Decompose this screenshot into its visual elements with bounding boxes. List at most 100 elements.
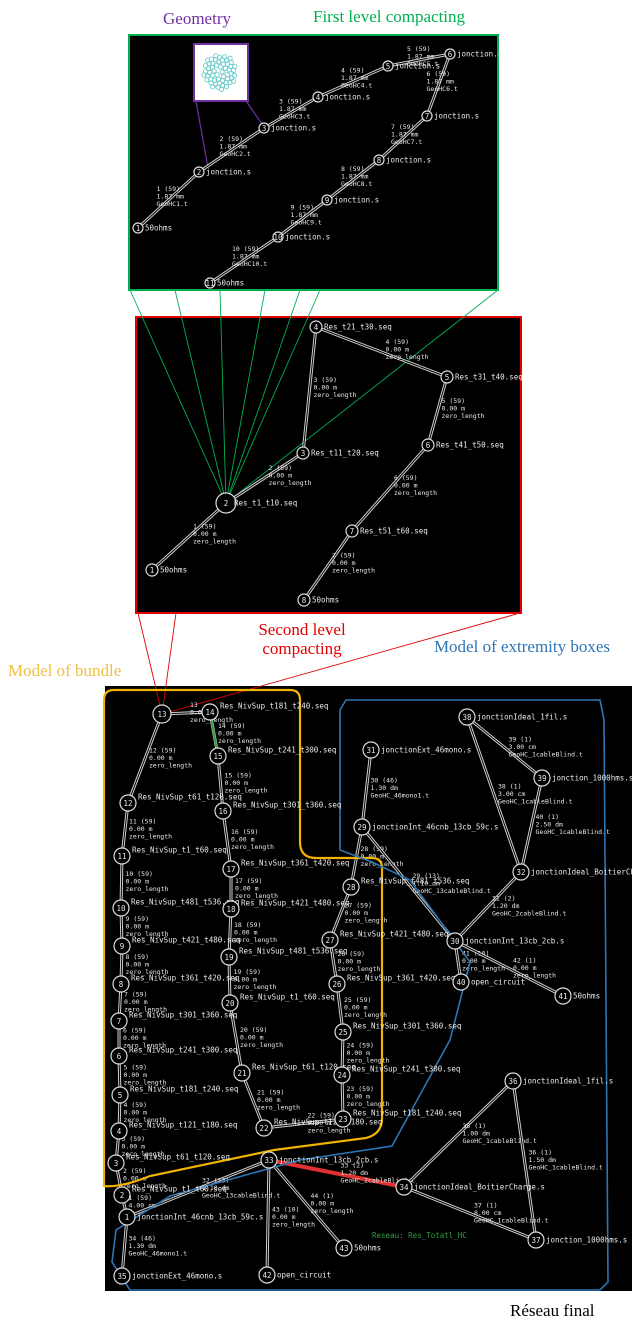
node-label: Res_NivSup_t121_t180.seq: [129, 1121, 237, 1130]
p3-node-42: 42 open_circuit: [258, 1266, 331, 1284]
node-number: 4: [316, 93, 321, 102]
p2-edge-1-2: [150, 501, 228, 572]
caption-geometry: Geometry: [163, 9, 231, 28]
node-label: 50ohms: [160, 566, 187, 575]
node-number: 9: [325, 196, 330, 205]
node-label: Res_NivSup_t61_t120.seq: [252, 1063, 356, 1072]
p3-edge-12-13: [126, 713, 164, 804]
p3-edge-10-11: [119, 855, 124, 909]
node-label: open_circuit: [277, 1271, 331, 1280]
node-label: Res_NivSup_t61_t120.seq: [126, 1153, 230, 1162]
node-label: Res_NivSup_t361_t420.seq: [131, 974, 239, 983]
p3-edge-29-30: [360, 826, 457, 942]
geometry-strand: [210, 84, 216, 90]
p3-edge-32-39: [519, 777, 544, 873]
node-label: open_circuit: [471, 978, 525, 987]
node-label: Res_NivSup_t241_t300.seq: [352, 1065, 460, 1074]
p3-edge-16-17: [221, 810, 233, 870]
panel-first-level: [128, 34, 499, 291]
node-number: 37: [531, 1236, 540, 1245]
node-label: jonctionInt_46cnb_13cb_59c.s: [137, 1213, 263, 1222]
connector-first-to-second: [219, 289, 227, 504]
node-number: 42: [262, 1271, 271, 1280]
p3-node-4: 4 Res_NivSup_t121_t180.seq: [110, 1121, 237, 1140]
node-number: 4: [117, 1127, 122, 1136]
node-label: jonction.s: [457, 50, 502, 59]
p3-node-37: 37 jonction_1000hms.s: [527, 1231, 627, 1249]
node-label: jonction.s: [386, 156, 431, 165]
node-number: 12: [123, 799, 132, 808]
p3-edge-30-32: [453, 870, 523, 943]
node-label: Res_t51_t60.seq: [360, 527, 428, 536]
node-number: 26: [332, 980, 342, 989]
node-number: 25: [338, 1028, 347, 1037]
node-label: Res_NivSup_t1_t60.seq: [132, 1185, 227, 1194]
node-number: 27: [325, 936, 334, 945]
node-label: jonctionIdeal_BoitierCharge.s: [414, 1183, 545, 1192]
p2-edge-6-7: [350, 444, 430, 532]
node-number: 16: [218, 807, 228, 816]
node-number: 8: [119, 980, 124, 989]
geometry-strand: [203, 63, 209, 69]
node-label: jonction.s: [206, 168, 251, 177]
connector-second-to-final: [137, 612, 163, 715]
caption-model-bundle: Model of bundle: [8, 661, 122, 680]
geometry-strand: [228, 63, 234, 69]
node-number: 11: [117, 852, 126, 861]
node-label: Res_t21_t30.seq: [324, 323, 392, 332]
connector-first-to-second: [174, 289, 227, 504]
geometry-strand: [218, 86, 225, 92]
node-label: 50ohms: [573, 992, 600, 1001]
highlight-edge: [268, 1158, 405, 1189]
p3-edge-27-28: [328, 886, 353, 941]
node-number: 34: [399, 1183, 409, 1192]
p3-edge-15-16: [216, 755, 225, 812]
node-label: Res_NivSup_t241_t300.seq: [129, 1046, 237, 1055]
node-label: jonction_1000hms.s: [546, 1236, 627, 1245]
node-label: Res_NivSup_t421_t480.seq: [241, 899, 349, 908]
p3-edge-label: 1 (59)4.00 cm: [129, 1194, 156, 1210]
p1-edge-6-7: [425, 53, 452, 117]
p3-node-8: 8 Res_NivSup_t361_t420.seq: [112, 974, 239, 993]
